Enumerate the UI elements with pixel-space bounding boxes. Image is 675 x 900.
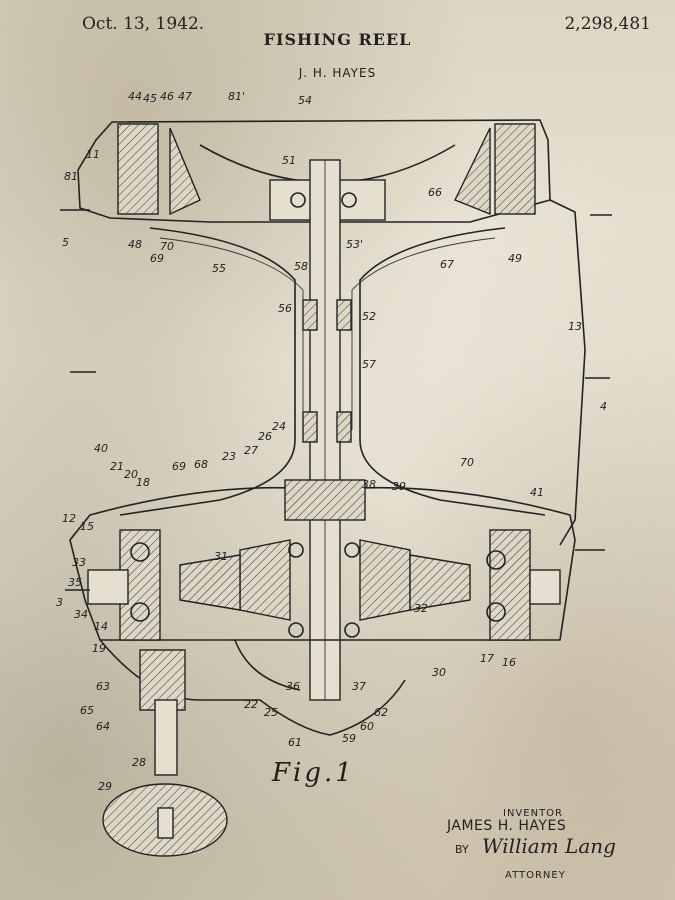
ref-numeral: 67 <box>440 258 454 271</box>
ref-numeral: 32 <box>414 602 428 615</box>
ref-numeral: 45 <box>143 92 157 105</box>
ref-numeral: 21 <box>110 460 124 473</box>
ref-numeral: 64 <box>96 720 110 733</box>
section-markers <box>60 209 612 591</box>
ref-numeral: 31 <box>214 550 228 563</box>
ref-numeral: 57 <box>362 358 376 371</box>
ref-numeral: 30 <box>432 666 446 679</box>
ref-numeral: 66 <box>428 186 442 199</box>
ref-numeral: 49 <box>508 252 522 265</box>
patent-date: Oct. 13, 1942. <box>82 14 205 34</box>
ref-numeral: 3 <box>56 596 63 609</box>
gear-housing <box>69 479 576 736</box>
ref-numeral: 16 <box>502 656 516 669</box>
ref-numeral: 53' <box>346 238 363 251</box>
ref-numeral: 58 <box>294 260 308 273</box>
ref-numeral: 24 <box>272 420 286 433</box>
ref-numeral: 65 <box>80 704 94 717</box>
by-label: BY <box>455 843 469 856</box>
figure-label: Fig.1 <box>272 758 355 788</box>
ref-numeral: 18 <box>136 476 150 489</box>
ref-numeral: 81 <box>64 170 78 183</box>
ref-numeral: 27 <box>244 444 258 457</box>
ref-numeral: 33 <box>72 556 86 569</box>
ref-numeral: 25 <box>264 706 278 719</box>
ref-numeral: 44 <box>128 90 142 103</box>
ref-numeral: 69 <box>172 460 186 473</box>
ref-numeral: 61 <box>288 736 302 749</box>
ref-numeral: 17 <box>480 652 494 665</box>
inventor-label: INVENTOR <box>503 808 563 819</box>
ref-numeral: 70 <box>160 240 174 253</box>
ref-numeral: 47 <box>178 90 192 103</box>
ref-numeral: 37 <box>352 680 366 693</box>
ref-numeral: 34 <box>74 608 88 621</box>
attorney-label: ATTORNEY <box>505 870 566 881</box>
ref-numeral: 69 <box>150 252 164 265</box>
ref-numeral: 46 <box>160 90 174 103</box>
ref-numeral: 40 <box>94 442 108 455</box>
ref-numeral: 35 <box>68 576 82 589</box>
ref-numeral: 68 <box>194 458 208 471</box>
ref-numeral: 13 <box>568 320 582 333</box>
ref-numeral: 23 <box>222 450 236 463</box>
ref-numeral: 26 <box>258 430 272 443</box>
ref-numeral: 70 <box>460 456 474 469</box>
inventor-header: J. H. HAYES <box>298 66 377 80</box>
spool-body <box>119 159 546 701</box>
ref-numeral: 19 <box>92 642 106 655</box>
ref-numeral: 12 <box>62 512 76 525</box>
ref-numeral: 11 <box>86 148 100 161</box>
attorney-signature: William Lang <box>482 834 616 858</box>
frame-arm <box>549 199 586 546</box>
ref-numeral: 14 <box>94 620 108 633</box>
ref-numeral: 63 <box>96 680 110 693</box>
ref-numeral: 41 <box>530 486 544 499</box>
patent-number: 2,298,481 <box>564 14 651 34</box>
ref-numeral: 28 <box>132 756 146 769</box>
reference-numerals: 44 45 46 47 81' 54 81 11 51 66 5 48 69 7… <box>56 90 607 793</box>
ref-numeral: 22 <box>244 698 258 711</box>
ref-numeral: 54 <box>298 94 312 107</box>
ref-numeral: 81' <box>228 90 245 103</box>
ref-numeral: 29 <box>98 780 112 793</box>
ref-numeral: 55 <box>212 262 226 275</box>
ref-numeral: 52 <box>362 310 376 323</box>
ref-numeral: 51 <box>282 154 296 167</box>
ref-numeral: 20 <box>124 468 138 481</box>
ref-numeral: 60 <box>360 720 374 733</box>
ref-numeral: 59 <box>342 732 356 745</box>
ref-numeral: 62 <box>374 706 388 719</box>
ref-numeral: 39 <box>392 480 406 493</box>
ref-numeral: 36 <box>286 680 300 693</box>
crank-handle <box>102 649 228 857</box>
ref-numeral: 38 <box>362 478 376 491</box>
ref-numeral: 15 <box>80 520 94 533</box>
inventor-name: JAMES H. HAYES <box>447 818 567 834</box>
patent-title: FISHING REEL <box>263 30 412 49</box>
ref-numeral: 4 <box>600 400 607 413</box>
ref-numeral: 56 <box>278 302 292 315</box>
ref-numeral: 5 <box>62 236 69 249</box>
ref-numeral: 48 <box>128 238 142 251</box>
